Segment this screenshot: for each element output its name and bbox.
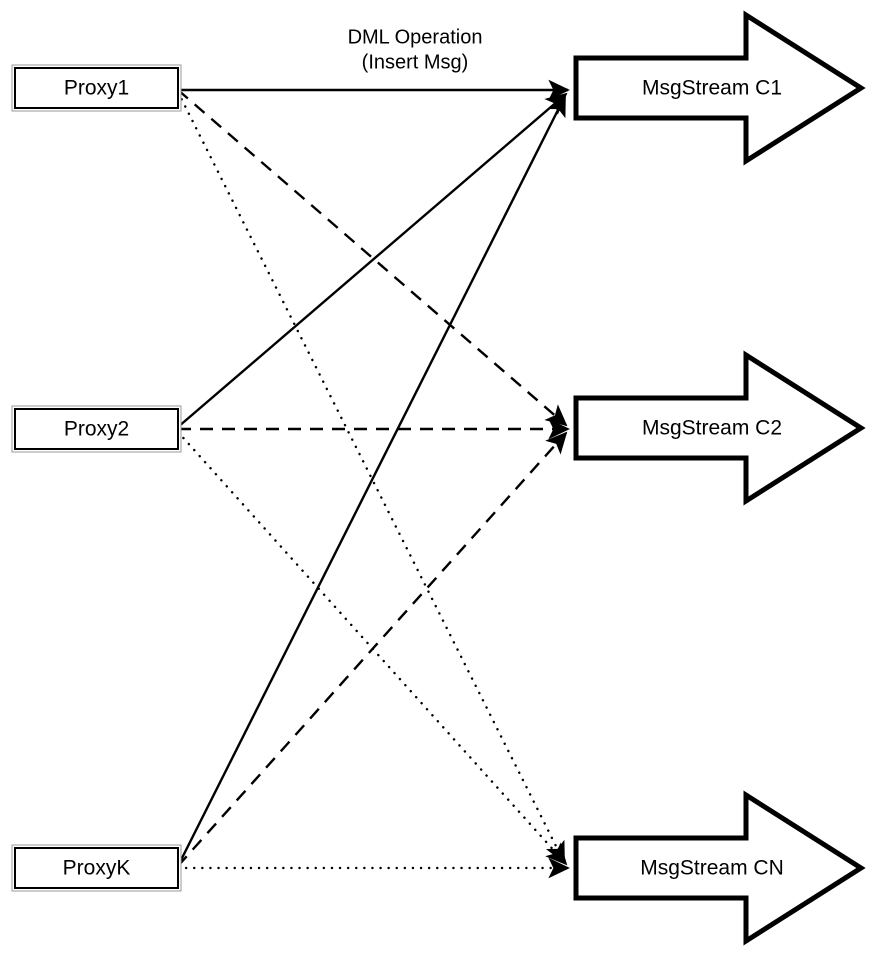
proxy1-box[interactable] (14, 67, 179, 109)
stream-node-c2[interactable]: MsgStream C2 (573, 350, 866, 506)
edge-proxyk-to-stream-c1 (176, 94, 567, 867)
stream-node-c1[interactable]: MsgStream C1 (573, 10, 866, 166)
proxy-node-proxyk[interactable]: ProxyK (11, 844, 182, 892)
annotation-line-1: DML Operation (348, 26, 483, 48)
stream-cn-block-arrow-icon[interactable] (573, 790, 866, 946)
streams-group: MsgStream C1 MsgStream C2 MsgStream CN (573, 10, 866, 946)
stream-c1-block-arrow-icon[interactable] (573, 10, 866, 166)
edges-group (176, 79, 570, 879)
proxy2-box[interactable] (14, 408, 179, 450)
proxy1-label: Proxy1 (64, 77, 129, 100)
proxies-group: Proxy1 Proxy2 ProxyK (11, 64, 182, 892)
edge-proxy2-to-stream-cn (176, 430, 568, 866)
edge-proxy1-to-stream-c2 (177, 89, 568, 427)
edge-proxyk-to-stream-c2 (177, 431, 568, 867)
edge-proxy1-to-stream-cn (176, 90, 566, 864)
proxy2-label: Proxy2 (64, 418, 129, 441)
stream-node-cn[interactable]: MsgStream CN (573, 790, 866, 946)
proxyk-box[interactable] (14, 847, 179, 889)
stream-c1-label: MsgStream C1 (642, 77, 782, 100)
proxy-node-proxy2[interactable]: Proxy2 (11, 405, 182, 453)
proxyk-label: ProxyK (63, 857, 131, 880)
stream-c2-label: MsgStream C2 (642, 417, 782, 440)
annotation-line-2: (Insert Msg) (362, 51, 469, 73)
edge-proxy2-to-stream-c1 (177, 92, 568, 428)
stream-c2-block-arrow-icon[interactable] (573, 350, 866, 506)
proxy-node-proxy1[interactable]: Proxy1 (11, 64, 182, 112)
stream-cn-label: MsgStream CN (640, 857, 784, 880)
dml-operation-annotation: DML Operation (Insert Msg) (348, 26, 483, 73)
